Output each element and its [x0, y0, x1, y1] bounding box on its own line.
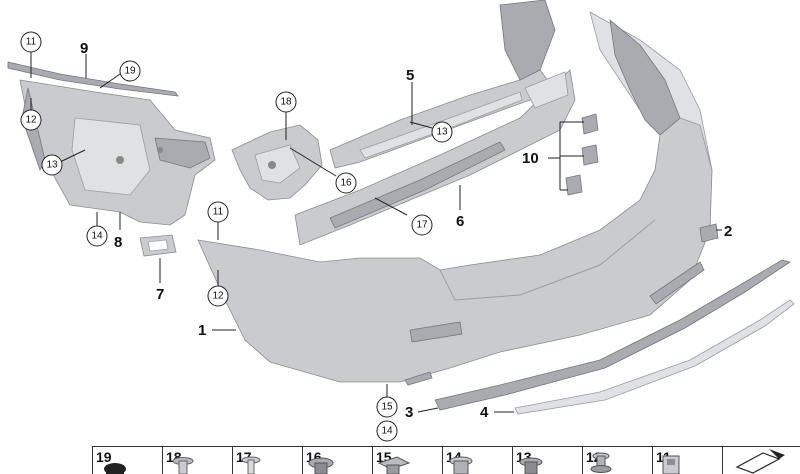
- flange-nut-icon: [449, 456, 473, 474]
- spring-nut-icon: [377, 456, 411, 474]
- callout-13-left: 13: [41, 154, 63, 176]
- legend-cell-18: 18: [163, 447, 233, 474]
- flange-screw-icon: [519, 457, 543, 474]
- legend-cell-19: 19: [93, 447, 163, 474]
- legend-cell-14: 14: [443, 447, 513, 474]
- svg-text:13: 13: [46, 160, 58, 171]
- legend-cell-view-arrow: [723, 447, 800, 474]
- circled-number-labels: 11 12 13 19 14 18 13 16: [20, 31, 453, 442]
- clip-nut-icon: [662, 455, 680, 474]
- svg-text:13: 13: [436, 127, 448, 138]
- callout-12-top-left: 12: [20, 109, 42, 131]
- label-9: 9: [80, 40, 88, 57]
- legend-cell-17: 17: [233, 447, 303, 474]
- legend-cell-13: 13: [513, 447, 583, 474]
- part-8-side-bracket: [19, 79, 216, 226]
- exploded-view: 1 2 3 4 5 6 7 8 9 10 11 12 13 19 14: [7, 0, 795, 442]
- part-10-clips: [565, 113, 599, 196]
- part-number-labels: 1 2 3 4 5 6 7 8 9 10: [80, 40, 732, 421]
- legend-cell-11: 11: [653, 447, 723, 474]
- svg-text:16: 16: [340, 178, 352, 189]
- callout-16: 16: [335, 172, 357, 194]
- label-5: 5: [406, 67, 414, 84]
- label-4: 4: [480, 404, 489, 421]
- svg-text:11: 11: [26, 37, 37, 48]
- label-10: 10: [522, 150, 539, 167]
- svg-text:18: 18: [280, 97, 292, 108]
- svg-text:14: 14: [381, 426, 393, 437]
- fastener-legend: 19 18 17 16 15 14: [92, 446, 800, 474]
- label-8: 8: [114, 234, 122, 251]
- svg-text:11: 11: [213, 207, 224, 218]
- part-4-trim-strip: [514, 299, 795, 415]
- callout-14-bottom: 14: [376, 420, 398, 442]
- view-arrow-icon: [735, 449, 785, 474]
- legend-cell-16: 16: [303, 447, 373, 474]
- callout-17: 17: [411, 214, 433, 236]
- screw-icon: [590, 452, 612, 473]
- callout-14-left: 14: [86, 225, 108, 247]
- label-2: 2: [724, 223, 732, 240]
- callout-13-center: 13: [431, 121, 453, 143]
- leader-lines: [30, 52, 722, 413]
- label-3: 3: [405, 404, 413, 421]
- legend-number: 19: [96, 449, 112, 465]
- svg-text:15: 15: [381, 402, 393, 413]
- svg-text:12: 12: [212, 291, 224, 302]
- svg-text:19: 19: [124, 66, 136, 77]
- hex-nut-icon: [308, 457, 334, 474]
- push-clip-icon: [241, 456, 261, 474]
- label-6: 6: [456, 213, 464, 230]
- part-18-bracket: [231, 124, 323, 201]
- part-3-diffuser: [434, 259, 791, 411]
- legend-cell-15: 15: [373, 447, 443, 474]
- callout-18: 18: [275, 91, 297, 113]
- legend-cell-12: 12: [583, 447, 653, 474]
- svg-text:14: 14: [91, 231, 103, 242]
- part-7-small-bracket: [139, 234, 177, 257]
- grommet-icon: [104, 463, 126, 474]
- svg-text:17: 17: [416, 220, 428, 231]
- part-6-bumper-absorber: [294, 69, 576, 246]
- part-2-tow-hook-cover: [699, 223, 719, 243]
- label-7: 7: [156, 286, 164, 303]
- label-1: 1: [198, 322, 206, 339]
- part-9-trim-strip: [7, 61, 179, 97]
- callout-11-center: 11: [207, 201, 229, 223]
- part-1-bumper-cover: [197, 11, 713, 386]
- callout-19: 19: [119, 60, 141, 82]
- callout-11-top-left: 11: [20, 31, 42, 53]
- expanding-rivet-icon: [172, 457, 194, 474]
- callout-15: 15: [376, 396, 398, 418]
- callout-12-center: 12: [207, 285, 229, 307]
- svg-text:12: 12: [25, 115, 37, 126]
